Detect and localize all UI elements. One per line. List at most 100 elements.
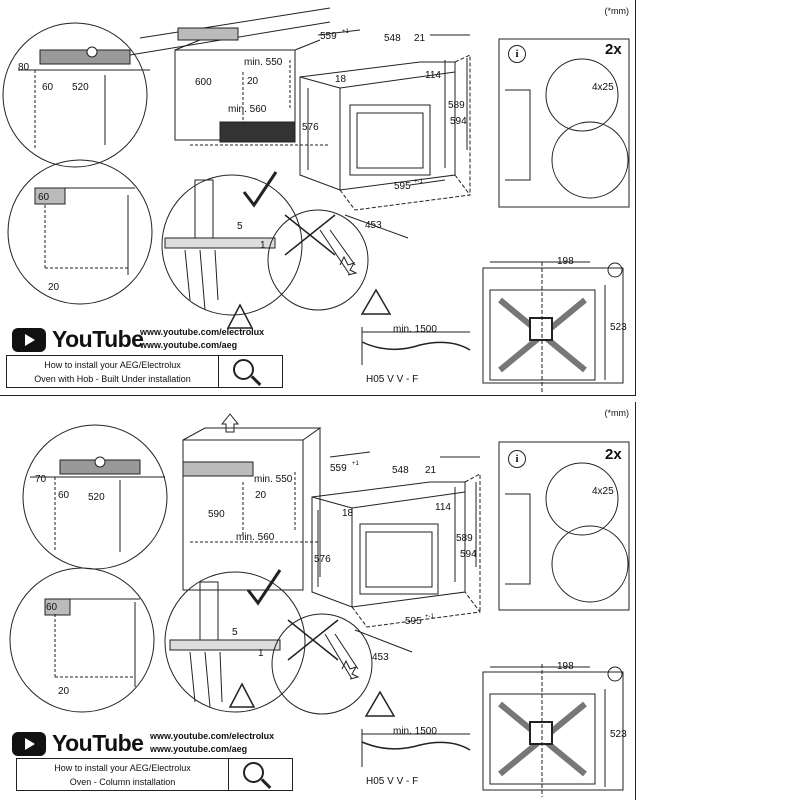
dim-198: 198 [557,256,574,267]
units-note: (*mm) [604,6,630,16]
dim-21: 21 [425,465,437,476]
column-installation-panel: (*mm) [0,402,636,800]
dim-60: 60 [58,490,70,501]
screw-count: 2x [605,41,622,58]
dim-520: 520 [72,82,89,93]
dim-20: 20 [247,76,259,87]
dim-min560: min. 560 [236,532,275,543]
howto-search-box[interactable]: How to install your AEG/Electrolux Oven … [6,355,283,388]
search-icon[interactable] [219,356,282,387]
dim-1: 1 [260,240,266,251]
info-icon: i [508,45,526,63]
search-icon[interactable] [229,759,292,790]
units-note: (*mm) [604,408,630,418]
dim-1: 1 [258,648,264,659]
screw-instruction-box [498,38,630,208]
svg-text:+-1: +-1 [425,614,435,620]
link-electrolux[interactable]: www.youtube.com/electrolux [150,731,275,741]
youtube-wordmark: YouTube [52,326,144,352]
dim-595: 595 [394,181,411,192]
warning-icon [360,288,392,315]
screw-spec: 4x25 [592,486,614,497]
dim-594: 594 [460,549,477,560]
dim-198: 198 [557,661,574,672]
dim-600: 600 [195,77,212,88]
vent-grille [219,121,296,143]
link-aeg[interactable]: www.youtube.com/aeg [140,340,238,350]
youtube-play-icon [12,327,46,352]
dim-114: 114 [435,502,451,513]
dim-18: 18 [342,508,354,519]
dim-min550: min. 550 [254,474,293,485]
dim-559: 559 [330,463,347,474]
dim-453: 453 [372,652,389,663]
cable-type: H05 V V - F [366,374,418,385]
dim-523: 523 [610,322,627,333]
dim-80: 80 [18,62,30,73]
dim-589: 589 [448,100,465,111]
dim-114: 114 [425,70,441,81]
dim-520: 520 [88,492,105,503]
column-cabinet [182,439,304,591]
link-aeg[interactable]: www.youtube.com/aeg [150,744,248,754]
link-electrolux[interactable]: www.youtube.com/electrolux [140,327,265,337]
dim-548: 548 [392,465,409,476]
dim-576: 576 [302,122,319,133]
oven-door [349,104,431,176]
dim-559: 559 [320,31,337,42]
detail-circle-wrong [267,209,369,311]
dim-595: 595 [405,616,422,627]
dim-576: 576 [314,554,331,565]
detail-circle-floor [7,159,153,305]
cable-min-length: min. 1500 [393,324,437,335]
dim-70: 70 [35,474,47,485]
dim-5: 5 [232,627,238,638]
screw-instruction-box [498,441,630,611]
youtube-logo: YouTube [12,730,144,757]
dim-18: 18 [335,74,347,85]
warning-icon [364,690,396,717]
top-view-box [482,671,624,791]
howto-text: How to install your AEG/Electrolux Oven … [17,759,229,790]
warning-icon [226,303,254,329]
dim-60b: 60 [46,602,58,613]
warning-icon [228,682,256,708]
up-arrow-icon [220,413,240,433]
info-icon: i [508,450,526,468]
howto-text: How to install your AEG/Electrolux Oven … [7,356,219,387]
cable-type: H05 V V - F [366,776,418,787]
svg-text:+1: +1 [342,29,350,35]
youtube-wordmark: YouTube [52,730,144,756]
detail-circle-correct [164,571,306,713]
top-view-box [482,267,624,384]
svg-text:+1: +1 [352,461,360,467]
youtube-links: www.youtube.com/electrolux www.youtube.c… [150,730,274,756]
youtube-logo: YouTube [12,326,144,353]
dim-590: 590 [208,509,225,520]
dim-60b: 60 [38,192,50,203]
cable-min-length: min. 1500 [393,726,437,737]
column-diagram: 70 60 520 590 min. 550 20 min. 560 60 20… [9,413,630,797]
youtube-play-icon [12,731,46,756]
detail-circle-correct [161,174,303,316]
dim-min560: min. 560 [228,104,267,115]
dim-548: 548 [384,33,401,44]
worktop-edge [139,7,331,39]
howto-search-box[interactable]: How to install your AEG/Electrolux Oven … [16,758,293,791]
dim-20b: 20 [58,686,70,697]
dim-453: 453 [365,220,382,231]
detail-circle-ventilation [2,22,148,168]
detail-circle-floor [9,567,155,713]
youtube-links: www.youtube.com/electrolux www.youtube.c… [140,326,264,352]
dim-594: 594 [450,116,467,127]
screw-spec: 4x25 [592,82,614,93]
screw-count: 2x [605,446,622,463]
built-under-diagram: 80 60 520 600 min. 550 20 min. 560 60 20… [2,7,630,392]
svg-text:+-1: +-1 [414,179,424,185]
built-under-installation-panel: (*mm) [0,0,636,396]
dim-21: 21 [414,33,426,44]
dim-60: 60 [42,82,54,93]
detail-circle-wrong [271,613,373,715]
dim-5: 5 [237,221,243,232]
dim-589: 589 [456,533,473,544]
